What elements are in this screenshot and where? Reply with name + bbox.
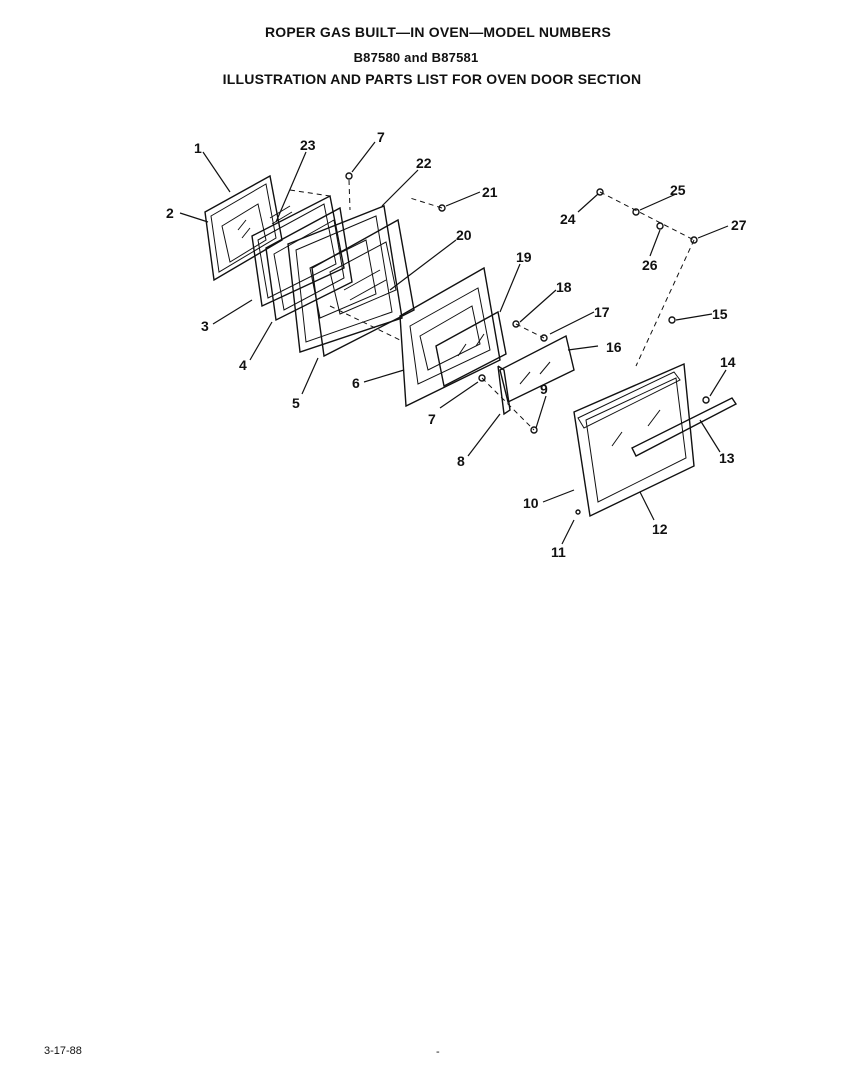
callout-1: 1 [194, 140, 202, 156]
callout-14: 14 [720, 354, 736, 370]
part-12-outer-door-panel [573, 362, 695, 518]
callout-19: 19 [516, 249, 532, 265]
title-line-2: B87580 and B87581 [353, 50, 479, 65]
callout-13: 13 [719, 450, 735, 466]
callout-27: 27 [731, 217, 747, 233]
callout-17: 17 [594, 304, 610, 320]
part-8-side-trim [497, 365, 511, 416]
fasteners [345, 172, 710, 515]
callout-25: 25 [670, 182, 686, 198]
callout-4: 4 [239, 357, 247, 373]
callout-15: 15 [712, 306, 728, 322]
leader-lines [179, 141, 729, 545]
part-16-outer-glass [499, 334, 575, 404]
callout-7-top: 7 [377, 129, 385, 145]
title-line-1: ROPER GAS BUILT—IN OVEN—MODEL NUMBERS [264, 24, 611, 40]
callout-3: 3 [201, 318, 209, 334]
callout-21: 21 [482, 184, 498, 200]
callout-18: 18 [556, 279, 572, 295]
part-19-inner-glass [435, 310, 507, 388]
callout-22: 22 [416, 155, 432, 171]
footer-page-mark: - [436, 1046, 440, 1058]
callout-24: 24 [560, 211, 576, 227]
callout-5: 5 [292, 395, 300, 411]
callout-10: 10 [523, 495, 539, 511]
callout-11: 11 [551, 544, 566, 560]
part-13-door-handle [631, 397, 738, 457]
part-3-gasket-frame [251, 194, 345, 308]
part-1-door-frame [204, 174, 283, 282]
assembly-lines [289, 179, 695, 431]
callout-6: 6 [352, 375, 360, 391]
callout-20: 20 [456, 227, 472, 243]
callout-7-bottom: 7 [428, 411, 436, 427]
callout-12: 12 [652, 521, 668, 537]
footer-date: 3-17-88 [44, 1045, 82, 1057]
callout-8: 8 [457, 453, 465, 469]
part-6-door-liner [399, 266, 501, 408]
callout-16: 16 [606, 339, 622, 355]
callout-2: 2 [166, 205, 174, 221]
callout-26: 26 [642, 257, 658, 273]
callout-9: 9 [540, 381, 548, 397]
part-4-inner-liner [265, 206, 353, 322]
part-20-insulation-panel [311, 218, 415, 358]
callout-23: 23 [300, 137, 316, 153]
title-line-3: ILLUSTRATION AND PARTS LIST FOR OVEN DOO… [222, 71, 642, 87]
